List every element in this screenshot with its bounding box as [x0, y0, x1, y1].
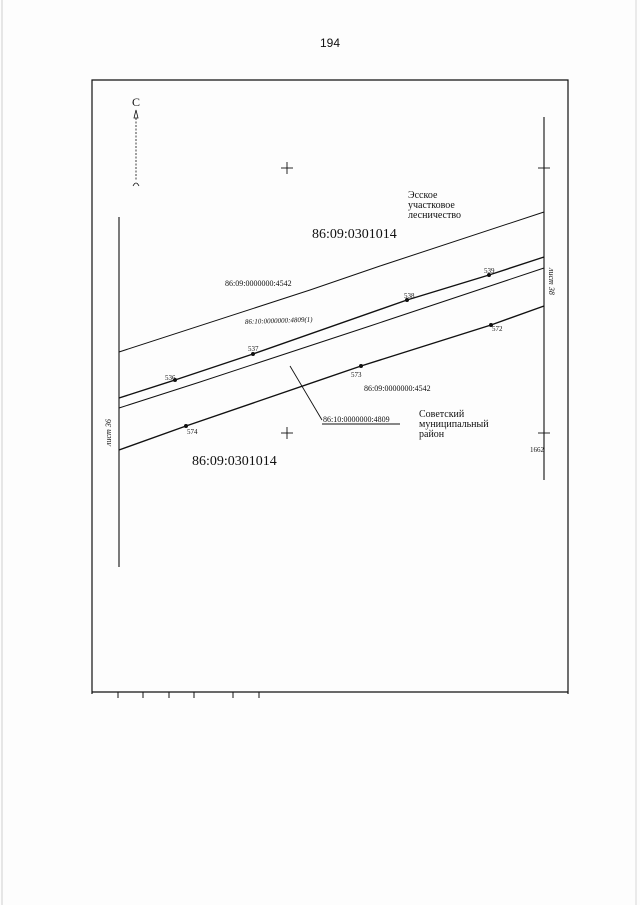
map-frame — [91, 79, 569, 694]
district-line-2: муниципальный — [419, 419, 489, 430]
point-label-536: 536 — [165, 374, 176, 382]
parcel-number-top: 86:09:0301014 — [312, 227, 397, 242]
point-574 — [184, 424, 188, 428]
north-arrow: С — [132, 95, 140, 187]
callout-leader — [289, 365, 323, 421]
point-label-574: 574 — [187, 428, 198, 436]
point-536 — [173, 378, 177, 382]
boundary-road-north — [118, 256, 545, 399]
scale-bar-ticks — [117, 692, 260, 698]
survey-points — [173, 273, 493, 428]
district-line-3: район — [419, 429, 445, 440]
point-label-1662: 1662 — [530, 446, 545, 454]
point-572 — [489, 323, 493, 327]
point-label-538: 538 — [404, 292, 415, 300]
north-label: С — [132, 95, 140, 109]
sheet-label-right: лист 38 — [547, 267, 556, 295]
north-arrow-icon — [133, 109, 139, 119]
sheet-label-left: лист 36 — [104, 419, 113, 447]
forestry-label: Эсское участковое лесничество — [408, 190, 461, 221]
forestry-line-3: лесничество — [408, 210, 461, 221]
point-label-537: 537 — [248, 345, 259, 353]
road-label-mid: 86:10:0000000:4809(1) — [245, 316, 314, 326]
point-label-572: 572 — [492, 325, 503, 333]
forestry-line-1: Эсское — [408, 190, 438, 201]
parcel-number-bottom: 86:09:0301014 — [192, 454, 277, 469]
point-538 — [405, 298, 409, 302]
point-label-573: 573 — [351, 371, 362, 379]
point-573 — [359, 364, 363, 368]
boundary-road-centre — [118, 267, 545, 409]
grid-crosses — [281, 162, 550, 439]
point-label-539: 539 — [484, 267, 495, 275]
district-line-1: Советский — [419, 409, 465, 420]
boundary-upper — [118, 211, 545, 353]
point-537 — [251, 352, 255, 356]
district-label: Советский муниципальный район — [419, 409, 489, 440]
forestry-line-2: участковое — [408, 200, 455, 211]
point-539 — [487, 273, 491, 277]
page-number: 194 — [319, 36, 341, 50]
callout-label: 86:10:0000000:4809 — [323, 415, 390, 424]
road-label-bottom: 86:09:0000000:4542 — [364, 384, 431, 393]
road-label-top: 86:09:0000000:4542 — [225, 279, 292, 288]
